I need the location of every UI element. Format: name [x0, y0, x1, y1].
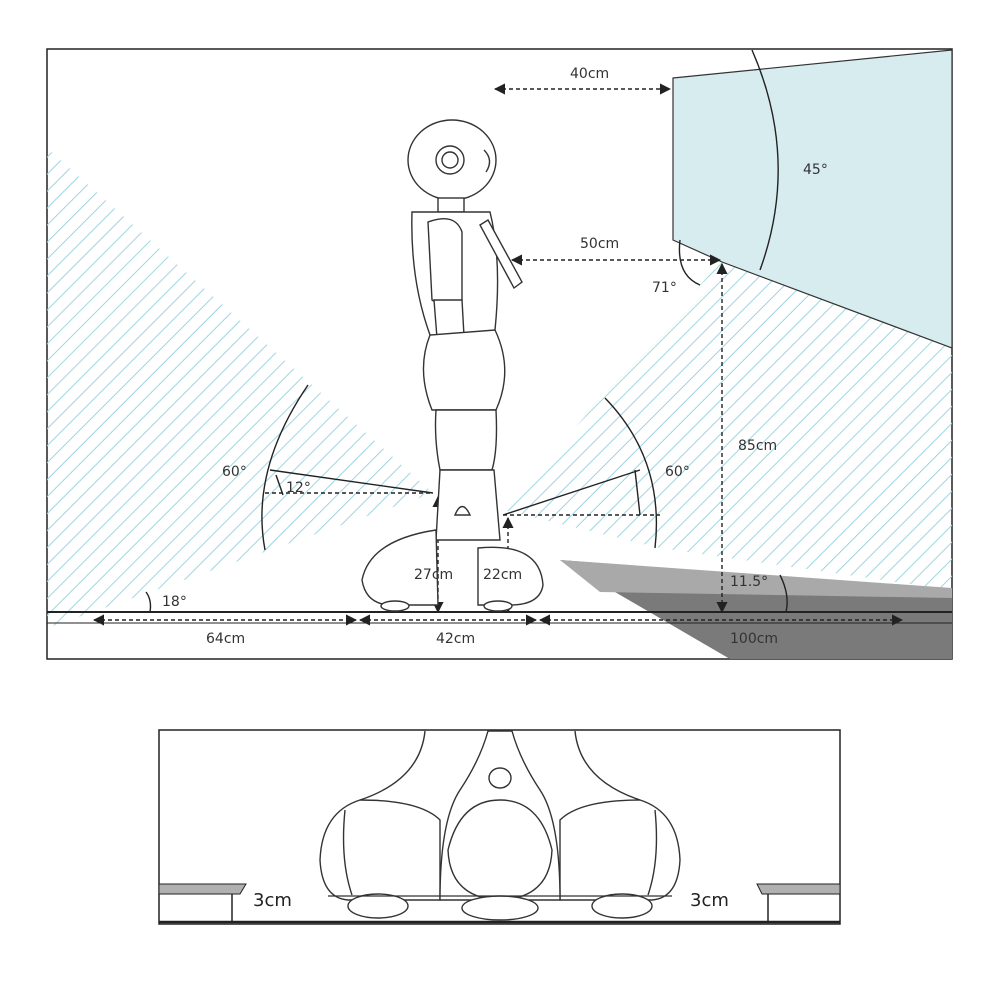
robot-base-front [477, 546, 544, 606]
robot-ear [483, 149, 491, 173]
robot-wheel-rear [380, 600, 410, 612]
base-shell-right [559, 799, 681, 901]
label-40cm: 40cm [570, 66, 609, 82]
robot-base-front-view [319, 730, 681, 921]
camera-zone [672, 49, 952, 349]
robot-hip [422, 329, 506, 411]
label-64cm: 64cm [206, 631, 245, 647]
label-85cm: 85cm [738, 438, 777, 454]
base-shell-left [319, 799, 441, 901]
label-11-5-deg: 11.5° [730, 574, 768, 590]
label-12-deg: 12° [286, 480, 311, 496]
label-step-right-3cm: 3cm [690, 890, 729, 911]
robot-base-upper [435, 469, 501, 541]
wheel-left [347, 893, 409, 919]
label-42cm: 42cm [436, 631, 475, 647]
label-27cm: 27cm [414, 567, 453, 583]
robot-wheel-front [483, 600, 513, 612]
robot-side-view [361, 119, 544, 612]
robot-leg [434, 409, 498, 471]
label-50cm: 50cm [580, 236, 619, 252]
ramp-top-surface [560, 560, 952, 598]
base-front-view-panel: 3cm 3cm [158, 729, 841, 925]
label-step-left-3cm: 3cm [253, 890, 292, 911]
robot-eye-inner [441, 151, 459, 169]
arc-60-left [261, 384, 309, 551]
robot-base-vent [453, 505, 472, 516]
right-sensor-inner-line [502, 469, 641, 516]
label-100cm: 100cm [730, 631, 778, 647]
robot-neck [437, 197, 465, 213]
arc-12 [275, 474, 284, 496]
side-view-panel: 40cm 45° 50cm 71° 85cm 60° 12° 60° 27cm … [46, 48, 953, 660]
wheel-center [461, 895, 539, 921]
arc-71 [678, 239, 701, 286]
step-right [756, 883, 841, 895]
base-center-vent [488, 767, 512, 789]
label-60-deg-right: 60° [665, 464, 690, 480]
base-leg-curve-right [574, 730, 641, 801]
base-shell-inner-left [342, 809, 353, 896]
label-71-deg: 71° [652, 280, 677, 296]
wheel-right [591, 893, 653, 919]
label-60-deg-left: 60° [222, 464, 247, 480]
base-leg-curve-left [359, 730, 426, 801]
left-sensor-zone [47, 148, 433, 628]
robot-tablet [479, 219, 523, 290]
arc-60-right [604, 397, 658, 549]
label-18-deg: 18° [162, 594, 187, 610]
label-45-deg: 45° [803, 162, 828, 178]
arc-45 [751, 49, 779, 271]
left-sensor-12-line [269, 469, 434, 494]
arc-right-inner [634, 469, 641, 516]
step-left [158, 883, 247, 895]
arc-11-5 [779, 574, 788, 613]
robot-upper-arm [427, 218, 463, 306]
base-center-bumper [447, 799, 553, 901]
arc-18 [145, 591, 152, 613]
base-shell-inner-right [647, 809, 658, 896]
label-22cm: 22cm [483, 567, 522, 583]
